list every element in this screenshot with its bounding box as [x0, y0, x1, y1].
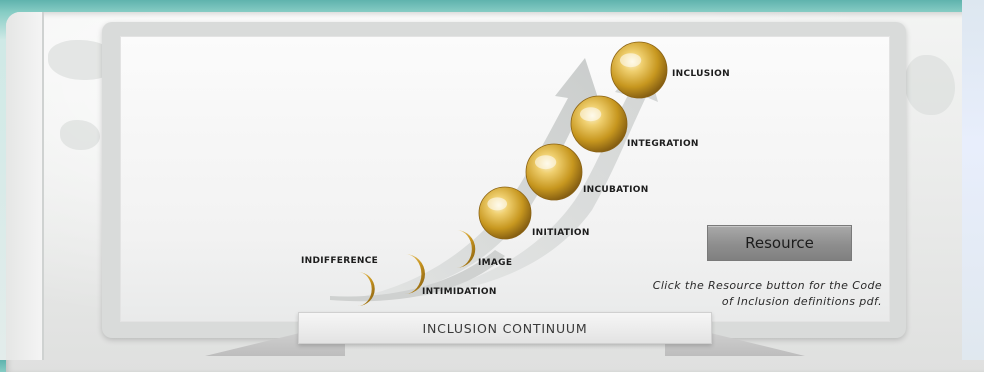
stage-marker-intimidation: [405, 254, 425, 294]
stage-marker-inclusion: [610, 41, 668, 99]
stage-label-intimidation: INTIMIDATION: [422, 287, 497, 297]
stage-marker-highlight: [487, 197, 508, 211]
world-map-decoration: [905, 55, 955, 115]
arrow-bottom: [330, 250, 505, 302]
right-strip: [962, 0, 984, 360]
resource-button[interactable]: Resource: [707, 225, 852, 261]
inclusion-continuum-diagram: [330, 41, 668, 306]
diagram-caption: INCLUSION CONTINUUM: [298, 312, 712, 344]
stage-marker-integration: [570, 95, 628, 153]
stage-label-incubation: INCUBATION: [583, 185, 649, 195]
stage-marker-highlight: [619, 53, 642, 68]
stage-marker-incubation: [525, 143, 583, 201]
stage-marker-image: [456, 230, 476, 268]
stage-marker-highlight: [534, 155, 557, 170]
stage-marker-highlight: [579, 107, 602, 122]
stage-label-initiation: INITIATION: [532, 228, 590, 238]
stage-marker-indifference: [357, 272, 375, 306]
stage-marker-initiation: [478, 186, 532, 240]
left-rail: [6, 12, 44, 360]
resource-instruction-text: Click the Resource button for the Code o…: [652, 279, 882, 308]
diagram-caption-text: INCLUSION CONTINUUM: [422, 320, 588, 336]
stage-label-image: IMAGE: [478, 258, 513, 268]
world-map-decoration: [60, 120, 100, 150]
stage-label-integration: INTEGRATION: [627, 139, 699, 149]
stage-label-indifference: INDIFFERENCE: [301, 256, 379, 266]
stage-label-inclusion: INCLUSION: [672, 69, 730, 79]
